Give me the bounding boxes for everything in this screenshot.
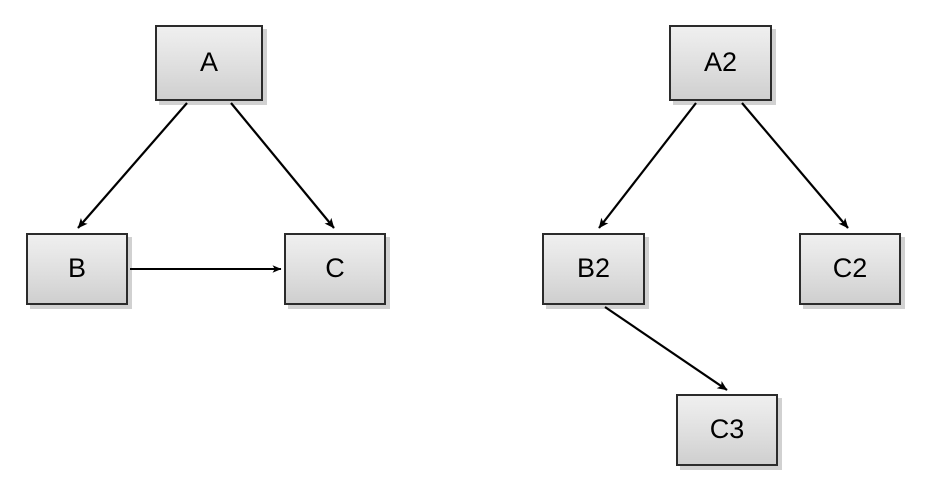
edge-a-to-c[interactable] [230, 102, 335, 229]
edges-group [77, 102, 849, 391]
edge-b2-to-c3[interactable] [604, 306, 728, 391]
node-c3[interactable]: C3 [676, 394, 778, 466]
node-b[interactable]: B [26, 233, 128, 305]
node-b2[interactable]: B2 [542, 233, 645, 305]
node-label: A2 [703, 46, 738, 77]
node-c[interactable]: C [284, 233, 386, 305]
edge-a2-to-c2[interactable] [741, 102, 849, 229]
edge-a2-to-b2[interactable] [598, 102, 697, 229]
node-label: C2 [832, 252, 868, 283]
node-label: C3 [709, 413, 745, 444]
edge-a-to-b[interactable] [77, 102, 188, 229]
node-label: C [325, 252, 345, 283]
node-label: B [67, 252, 86, 283]
node-label: A [199, 46, 218, 77]
node-a[interactable]: A [155, 25, 263, 101]
node-c2[interactable]: C2 [799, 233, 901, 305]
node-a2[interactable]: A2 [669, 25, 772, 101]
node-label: B2 [576, 252, 611, 283]
